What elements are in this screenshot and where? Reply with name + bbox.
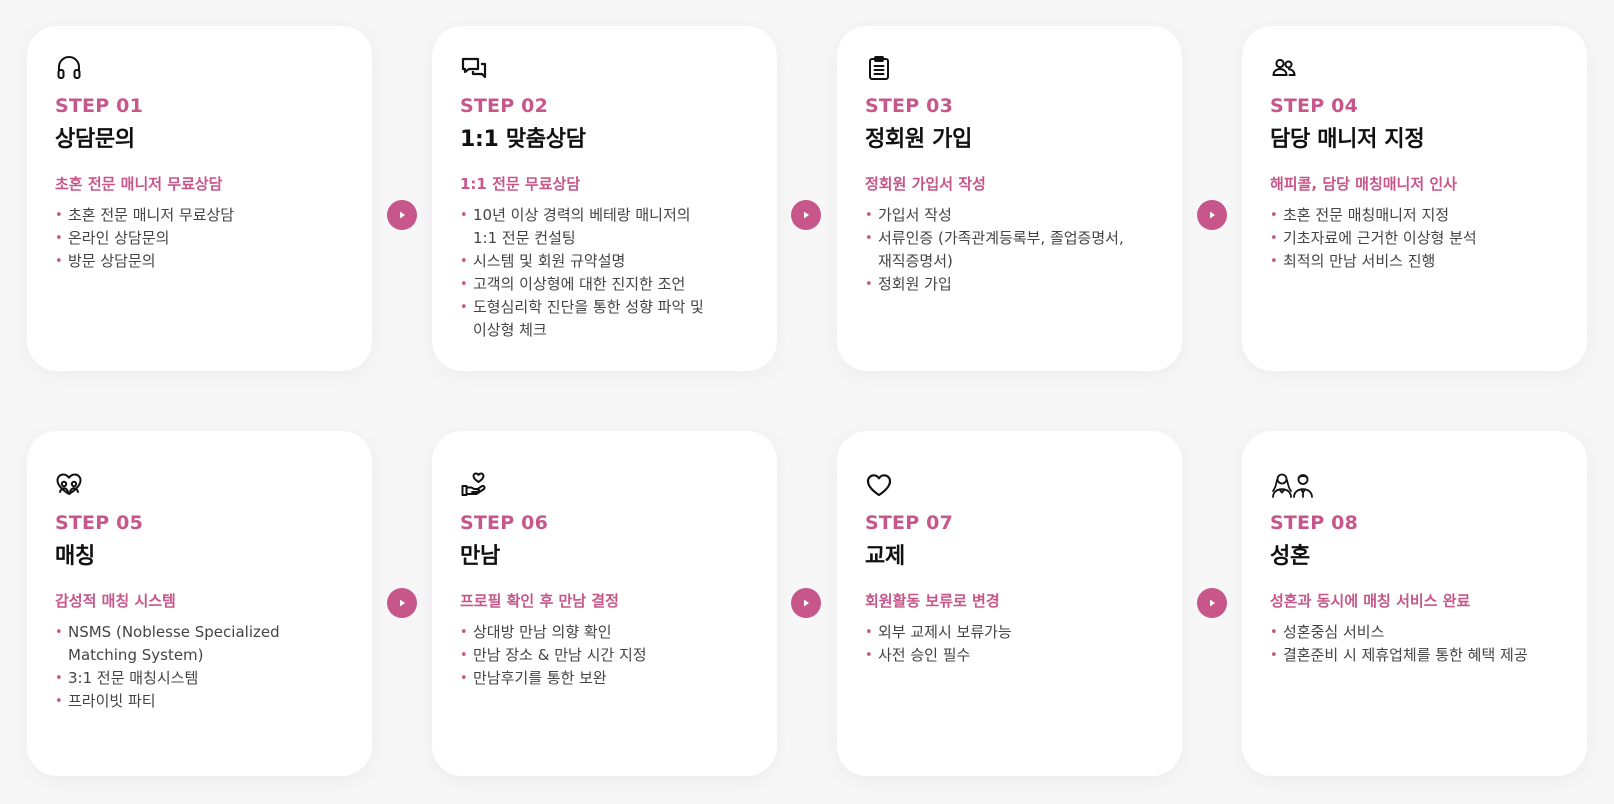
couple-icon — [1270, 471, 1318, 499]
step-subtitle: 해피콜, 담당 매칭매니저 인사 — [1270, 175, 1457, 193]
step-bullet-list: 초혼 전문 매칭매니저 지정 기초자료에 근거한 이상형 분석 최적의 만남 서… — [1270, 204, 1559, 273]
step-subtitle: 회원활동 보류로 변경 — [865, 592, 1000, 610]
step-number: STEP 06 — [460, 512, 549, 534]
list-item: 3:1 전문 매칭시스템 — [55, 667, 344, 690]
next-step-arrow — [387, 588, 417, 618]
step-title: 담당 매니저 지정 — [1270, 127, 1425, 152]
step-number: STEP 01 — [55, 95, 144, 117]
users-icon — [1270, 54, 1298, 82]
list-item: 외부 교제시 보류가능 — [865, 621, 1154, 644]
step-bullet-list: 초혼 전문 매니저 무료상담 온라인 상담문의 방문 상담문의 — [55, 204, 344, 273]
step-subtitle: 성혼과 동시에 매칭 서비스 완료 — [1270, 592, 1471, 610]
list-item: 최적의 만남 서비스 진행 — [1270, 250, 1559, 273]
step-bullet-list: NSMS (Noblesse Specialized Matching Syst… — [55, 621, 344, 713]
step-card-01: STEP 01 상담문의 초혼 전문 매니저 무료상담 초혼 전문 매니저 무료… — [27, 26, 372, 371]
step-number: STEP 03 — [865, 95, 954, 117]
list-item: 정회원 가입 — [865, 273, 1154, 296]
play-icon — [400, 599, 405, 607]
list-item: 프라이빗 파티 — [55, 690, 344, 713]
hand-heart-icon — [460, 471, 488, 499]
list-item: 시스템 및 회원 규약설명 — [460, 250, 749, 273]
list-item: 성혼중심 서비스 — [1270, 621, 1559, 644]
next-step-arrow — [791, 588, 821, 618]
list-item: 가입서 작성 — [865, 204, 1154, 227]
next-step-arrow — [387, 200, 417, 230]
play-icon — [1210, 211, 1215, 219]
step-title: 1:1 맞춤상담 — [460, 127, 586, 152]
step-bullet-list: 외부 교제시 보류가능 사전 승인 필수 — [865, 621, 1154, 667]
list-item: NSMS (Noblesse Specialized Matching Syst… — [55, 621, 344, 667]
step-bullet-list: 성혼중심 서비스 결혼준비 시 제휴업체를 통한 혜택 제공 — [1270, 621, 1559, 667]
next-step-arrow — [791, 200, 821, 230]
step-card-05: STEP 05 매칭 감성적 매칭 시스템 NSMS (Noblesse Spe… — [27, 431, 372, 776]
step-title: 교제 — [865, 544, 905, 569]
step-title: 상담문의 — [55, 127, 135, 152]
list-item: 도형심리학 진단을 통한 성향 파악 및 이상형 체크 — [460, 296, 749, 342]
step-number: STEP 05 — [55, 512, 144, 534]
chat-icon — [460, 54, 488, 82]
list-item: 고객의 이상형에 대한 진지한 조언 — [460, 273, 749, 296]
step-subtitle: 감성적 매칭 시스템 — [55, 592, 176, 610]
step-title: 성혼 — [1270, 544, 1310, 569]
list-item: 만남 장소 & 만남 시간 지정 — [460, 644, 749, 667]
list-item: 결혼준비 시 제휴업체를 통한 혜택 제공 — [1270, 644, 1559, 667]
play-icon — [804, 599, 809, 607]
step-bullet-list: 10년 이상 경력의 베테랑 매니저의 1:1 전문 컨설팅 시스템 및 회원 … — [460, 204, 749, 342]
list-item: 방문 상담문의 — [55, 250, 344, 273]
step-title: 만남 — [460, 544, 500, 569]
list-item: 만남후기를 통한 보완 — [460, 667, 749, 690]
next-step-arrow — [1197, 200, 1227, 230]
step-subtitle: 초혼 전문 매니저 무료상담 — [55, 175, 223, 193]
play-icon — [400, 211, 405, 219]
list-item: 온라인 상담문의 — [55, 227, 344, 250]
list-item: 상대방 만남 의향 확인 — [460, 621, 749, 644]
step-card-04: STEP 04 담당 매니저 지정 해피콜, 담당 매칭매니저 인사 초혼 전문… — [1242, 26, 1587, 371]
step-subtitle: 프로필 확인 후 만남 결정 — [460, 592, 619, 610]
headset-icon — [55, 54, 83, 82]
step-bullet-list: 가입서 작성 서류인증 (가족관계등록부, 졸업증명서, 재직증명서) 정회원 … — [865, 204, 1154, 296]
play-icon — [804, 211, 809, 219]
list-item: 10년 이상 경력의 베테랑 매니저의 1:1 전문 컨설팅 — [460, 204, 749, 250]
step-title: 정회원 가입 — [865, 127, 973, 152]
step-bullet-list: 상대방 만남 의향 확인 만남 장소 & 만남 시간 지정 만남후기를 통한 보… — [460, 621, 749, 690]
list-item: 서류인증 (가족관계등록부, 졸업증명서, 재직증명서) — [865, 227, 1154, 273]
heart-icon — [865, 471, 893, 499]
next-step-arrow — [1197, 588, 1227, 618]
step-card-06: STEP 06 만남 프로필 확인 후 만남 결정 상대방 만남 의향 확인 만… — [432, 431, 777, 776]
step-card-08: STEP 08 성혼 성혼과 동시에 매칭 서비스 완료 성혼중심 서비스 결혼… — [1242, 431, 1587, 776]
list-item: 기초자료에 근거한 이상형 분석 — [1270, 227, 1559, 250]
step-title: 매칭 — [55, 544, 95, 569]
step-number: STEP 04 — [1270, 95, 1359, 117]
step-subtitle: 1:1 전문 무료상담 — [460, 175, 581, 193]
step-subtitle: 정회원 가입서 작성 — [865, 175, 986, 193]
step-number: STEP 02 — [460, 95, 549, 117]
clipboard-icon — [865, 54, 893, 82]
step-number: STEP 08 — [1270, 512, 1359, 534]
step-card-03: STEP 03 정회원 가입 정회원 가입서 작성 가입서 작성 서류인증 (가… — [837, 26, 1182, 371]
play-icon — [1210, 599, 1215, 607]
step-number: STEP 07 — [865, 512, 954, 534]
step-card-07: STEP 07 교제 회원활동 보류로 변경 외부 교제시 보류가능 사전 승인… — [837, 431, 1182, 776]
list-item: 초혼 전문 매니저 무료상담 — [55, 204, 344, 227]
step-card-02: STEP 02 1:1 맞춤상담 1:1 전문 무료상담 10년 이상 경력의 … — [432, 26, 777, 371]
list-item: 사전 승인 필수 — [865, 644, 1154, 667]
list-item: 초혼 전문 매칭매니저 지정 — [1270, 204, 1559, 227]
matching-heart-icon — [55, 471, 83, 499]
